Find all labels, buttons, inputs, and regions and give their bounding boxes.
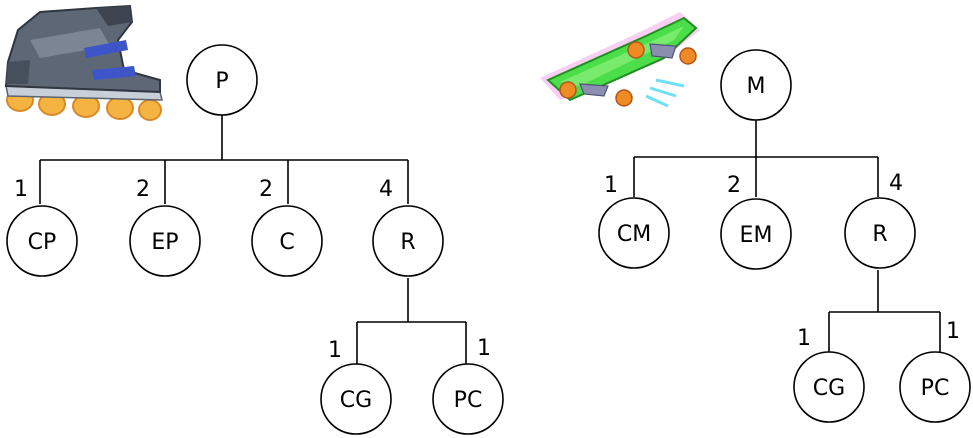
node-m: M bbox=[720, 49, 792, 121]
node-label: EM bbox=[740, 223, 773, 248]
quantity-label: 2 bbox=[727, 173, 741, 198]
node-label: PC bbox=[921, 376, 950, 401]
quantity-label: 1 bbox=[604, 173, 618, 198]
node-cg: CG bbox=[793, 351, 865, 423]
node-label: EP bbox=[151, 230, 178, 255]
node-label: CM bbox=[617, 222, 651, 247]
node-pc: PC bbox=[432, 363, 504, 435]
quantity-label: 1 bbox=[328, 338, 342, 363]
quantity-label: 2 bbox=[136, 177, 150, 202]
tree-m: M CM EM R CG PC 1 2 4 1 1 bbox=[598, 49, 971, 423]
node-r: R bbox=[372, 205, 444, 277]
node-r: R bbox=[844, 197, 916, 269]
skateboard-icon bbox=[540, 12, 700, 108]
node-cp: CP bbox=[6, 205, 78, 277]
quantity-label: 2 bbox=[259, 177, 273, 202]
node-ep: EP bbox=[129, 205, 201, 277]
node-label: PC bbox=[454, 388, 483, 413]
node-p: P bbox=[186, 44, 258, 116]
node-c: C bbox=[251, 205, 323, 277]
tree-p: P CP EP C R CG PC 1 2 2 4 1 bbox=[6, 44, 504, 435]
inline-skate-icon bbox=[4, 4, 163, 121]
node-label: CG bbox=[813, 376, 845, 401]
quantity-label: 1 bbox=[14, 177, 28, 202]
node-label: R bbox=[400, 230, 415, 255]
node-pc: PC bbox=[899, 351, 971, 423]
node-label: M bbox=[747, 74, 766, 99]
quantity-label: 1 bbox=[797, 326, 811, 351]
node-em: EM bbox=[720, 198, 792, 270]
quantity-label: 1 bbox=[946, 319, 960, 344]
quantity-label: 1 bbox=[477, 336, 491, 361]
node-label: CG bbox=[340, 388, 372, 413]
quantity-label: 4 bbox=[379, 177, 393, 202]
node-label: CP bbox=[28, 230, 57, 255]
node-label: P bbox=[215, 69, 228, 94]
node-cg: CG bbox=[320, 363, 392, 435]
node-label: C bbox=[279, 230, 294, 255]
node-label: R bbox=[872, 222, 887, 247]
quantity-label: 4 bbox=[889, 171, 903, 196]
node-cm: CM bbox=[598, 197, 670, 269]
